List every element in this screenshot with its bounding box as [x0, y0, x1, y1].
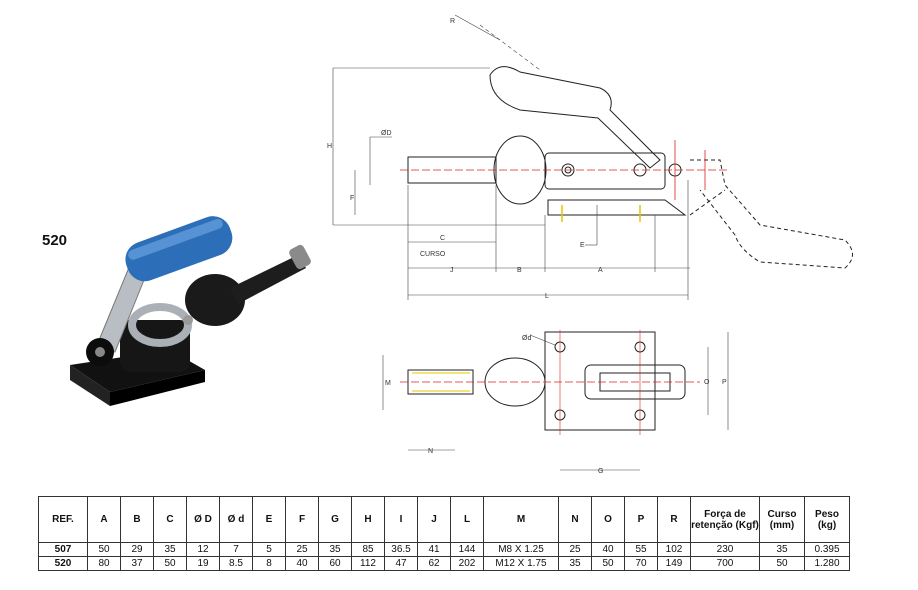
table-cell: 8 [252, 556, 286, 571]
dim-n-label: N [428, 448, 433, 455]
col-phi-d: Ø D [186, 496, 220, 543]
table-cell: 35 [153, 542, 187, 557]
table-cell: 202 [450, 556, 484, 571]
col-curso: Curso (mm) [759, 496, 805, 543]
dim-h-label: H [327, 143, 332, 150]
table-cell: 47 [384, 556, 418, 571]
dim-b-label: B [517, 267, 522, 274]
table-cell: 7 [219, 542, 253, 557]
table-cell: 41 [417, 542, 451, 557]
dim-l-label: L [545, 293, 549, 300]
table-cell: 29 [120, 542, 154, 557]
dim-o-label: O [704, 379, 710, 386]
table-cell: 507 [38, 542, 88, 557]
dim-phid-small-label: Ød [522, 335, 531, 342]
spec-table: REF. A B C Ø D Ø d E F G H I J L M N O P… [38, 496, 850, 571]
table-cell: 62 [417, 556, 451, 571]
dim-f-label: F [350, 195, 354, 202]
table-cell: 0.395 [804, 542, 850, 557]
table-cell: 55 [624, 542, 658, 557]
table-cell: 8.5 [219, 556, 253, 571]
dim-m-label: M [385, 380, 391, 387]
col-r: R [657, 496, 691, 543]
col-phi-d-small: Ø d [219, 496, 253, 543]
table-cell: 12 [186, 542, 220, 557]
col-j: J [417, 496, 451, 543]
dim-curso-label: CURSO [420, 251, 446, 258]
table-cell: 50 [591, 556, 625, 571]
table-cell: 35 [318, 542, 352, 557]
col-g: G [318, 496, 352, 543]
col-c: C [153, 496, 187, 543]
col-peso: Peso (kg) [804, 496, 850, 543]
table-cell: 37 [120, 556, 154, 571]
col-f: F [285, 496, 319, 543]
table-cell: 36.5 [384, 542, 418, 557]
table-cell: M8 X 1.25 [483, 542, 559, 557]
table-cell: 25 [558, 542, 592, 557]
col-p: P [624, 496, 658, 543]
dim-c-label: C [440, 235, 445, 242]
table-cell: 520 [38, 556, 88, 571]
col-ref: REF. [38, 496, 88, 543]
table-cell: 80 [87, 556, 121, 571]
technical-drawing: R H ØD F C CURSO J B A E L [320, 0, 918, 490]
dim-g-label: G [598, 468, 603, 475]
table-row: 520 80 37 50 19 8.5 8 40 60 112 47 62 20… [38, 556, 850, 571]
table-cell: 85 [351, 542, 385, 557]
dim-phid-label: ØD [381, 130, 392, 137]
table-cell: 40 [285, 556, 319, 571]
table-cell: 5 [252, 542, 286, 557]
table-cell: 230 [690, 542, 760, 557]
col-e: E [252, 496, 286, 543]
table-row: 507 50 29 35 12 7 5 25 35 85 36.5 41 144… [38, 542, 850, 557]
table-cell: M12 X 1.75 [483, 556, 559, 571]
col-l: L [450, 496, 484, 543]
product-photo [30, 200, 320, 420]
model-label: 520 [42, 232, 68, 249]
table-cell: 1.280 [804, 556, 850, 571]
dim-p-label: P [722, 379, 727, 386]
col-h: H [351, 496, 385, 543]
table-cell: 60 [318, 556, 352, 571]
table-cell: 25 [285, 542, 319, 557]
dim-a-label: A [598, 267, 603, 274]
spec-table-header-row: REF. A B C Ø D Ø d E F G H I J L M N O P… [38, 496, 850, 543]
table-cell: 40 [591, 542, 625, 557]
col-o: O [591, 496, 625, 543]
table-cell: 149 [657, 556, 691, 571]
table-cell: 35 [759, 542, 805, 557]
dim-j-label: J [450, 267, 454, 274]
col-m: M [483, 496, 559, 543]
table-cell: 102 [657, 542, 691, 557]
table-cell: 50 [87, 542, 121, 557]
table-cell: 112 [351, 556, 385, 571]
dim-e-label: E [580, 242, 585, 249]
col-a: A [87, 496, 121, 543]
table-cell: 35 [558, 556, 592, 571]
col-forca: Força de retenção (Kgf) [690, 496, 760, 543]
col-n: N [558, 496, 592, 543]
table-cell: 144 [450, 542, 484, 557]
table-cell: 50 [759, 556, 805, 571]
table-cell: 700 [690, 556, 760, 571]
table-cell: 19 [186, 556, 220, 571]
dim-r-label: R [450, 18, 455, 25]
col-b: B [120, 496, 154, 543]
table-cell: 50 [153, 556, 187, 571]
table-cell: 70 [624, 556, 658, 571]
col-i: I [384, 496, 418, 543]
